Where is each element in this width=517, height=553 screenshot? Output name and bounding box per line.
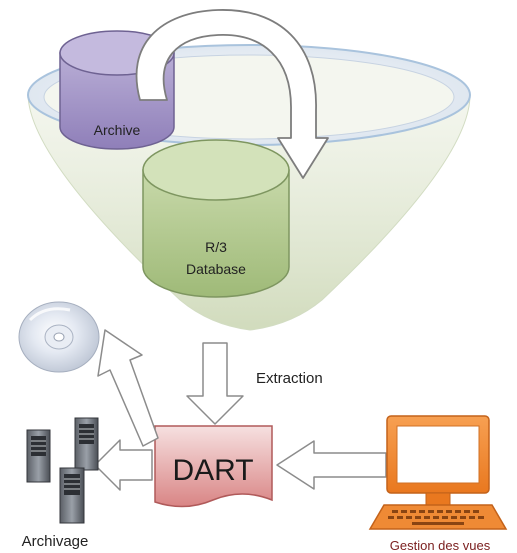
archivage-label: Archivage <box>22 533 89 550</box>
desktop-computer-icon <box>368 415 508 530</box>
dart-to-cd-arrow <box>97 329 159 447</box>
gestion-label: Gestion des vues <box>390 538 491 553</box>
database-label-line1: R/3 <box>205 239 227 255</box>
circular-arrow-icon <box>135 9 329 179</box>
extraction-label: Extraction <box>256 370 323 387</box>
gestion-to-dart-arrow <box>276 440 387 490</box>
dart-label: DART <box>172 454 253 487</box>
server-tower-icon <box>26 417 99 524</box>
database-label-line2: Database <box>186 261 246 277</box>
dart-to-servers-arrow <box>94 439 153 491</box>
r3-database-icon: R/3 Database <box>142 139 290 298</box>
cd-disc-icon <box>18 301 100 373</box>
dart-document-icon: DART <box>154 425 273 508</box>
extraction-arrow <box>186 342 244 425</box>
archive-label: Archive <box>94 122 141 138</box>
